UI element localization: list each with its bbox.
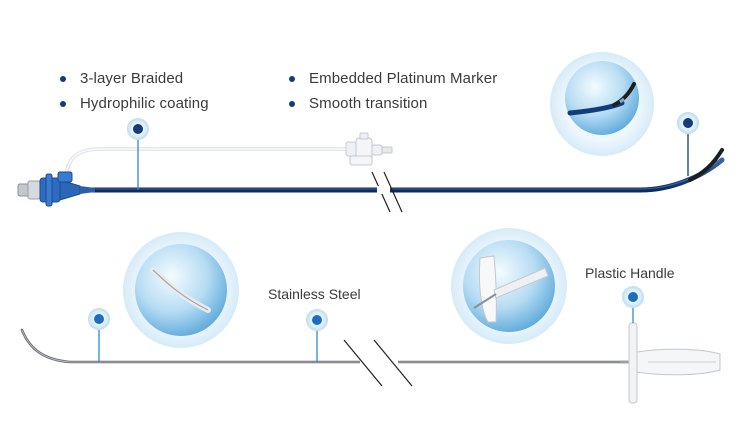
catheter-hub-icon [17, 171, 95, 207]
break-mark-top [371, 171, 403, 213]
stopcock-valve-icon [345, 132, 393, 166]
catheter-tip [688, 148, 724, 182]
stainless-steel-label: Stainless Steel [268, 286, 361, 302]
bullet-dot-icon [60, 75, 66, 82]
feature-bullet-braided: 3-layer Braided [60, 70, 183, 87]
bullet-dot-icon [289, 75, 295, 82]
plastic-handle-icon [620, 322, 721, 404]
feature-bullet-hydrophilic: Hydrophilic coating [60, 95, 209, 112]
break-mark-bottom [343, 339, 413, 387]
feature-bullet-platinum: Embedded Platinum Marker [289, 70, 497, 87]
catheter-shaft [87, 157, 725, 193]
plastic-handle-label: Plastic Handle [585, 265, 675, 281]
feature-bullet-transition: Smooth transition [289, 95, 427, 112]
bullet-dot-icon [60, 100, 66, 107]
zoom-circle-handle [451, 228, 567, 344]
zoom-circle-tip [550, 52, 654, 156]
feature-label: Smooth transition [309, 95, 428, 112]
feature-label: 3-layer Braided [80, 70, 184, 87]
side-port-tubing [64, 147, 350, 181]
feature-label: Embedded Platinum Marker [309, 70, 498, 87]
feature-label: Hydrophilic coating [80, 95, 209, 112]
zoom-circle-wire-tip [123, 232, 239, 348]
bullet-dot-icon [289, 100, 295, 107]
